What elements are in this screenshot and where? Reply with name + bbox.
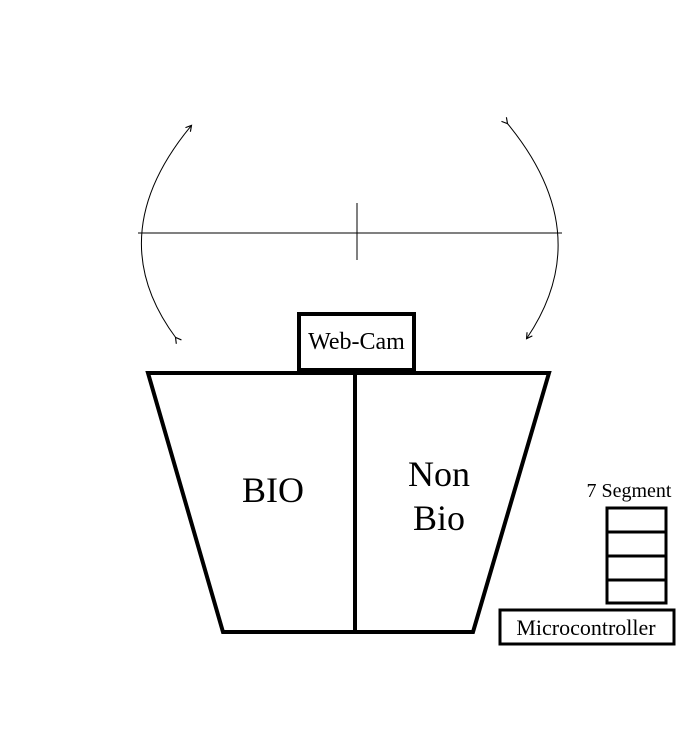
microcontroller-box: Microcontroller <box>498 608 676 646</box>
microcontroller-label: Microcontroller <box>516 615 656 640</box>
seven-segment-label: 7 Segment <box>587 480 672 502</box>
sorting-bin: BIO Non Bio <box>145 371 552 634</box>
bin-outline <box>145 371 552 634</box>
left-rotation-arrow-icon <box>140 124 193 344</box>
webcam-box: Web-Cam <box>297 312 416 372</box>
webcam-label: Web-Cam <box>308 329 405 355</box>
seven-segment-display: 7 Segment <box>587 480 672 605</box>
non-bio-compartment-label-line1: Non <box>408 454 470 494</box>
right-rotation-arrow-icon <box>501 117 559 340</box>
non-bio-compartment-label-line2: Bio <box>413 498 465 538</box>
bio-compartment-label: BIO <box>242 470 304 510</box>
